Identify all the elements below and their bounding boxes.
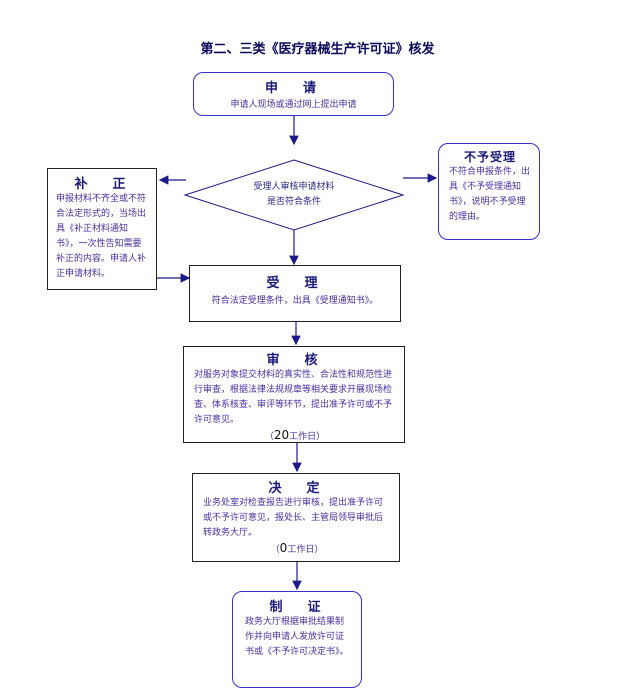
check-line-1: 受理人审核申请材料 (253, 182, 335, 192)
decide-heading: 决 定 (268, 481, 326, 496)
reject-text: 不符合申报条件，出具《不予受理通知书》，说明不予受理的理由。 (449, 167, 531, 222)
review-box: 审 核 对服务对象提交材料的真实性、合法性和规范性进行审查，根据法律法规规章等相… (183, 346, 405, 443)
review-heading: 审 核 (266, 353, 324, 368)
check-text: 受理人审核申请材料 是否符合条件 (215, 180, 373, 210)
correct-text: 申报材料不齐全或不符合法定形式的，当场出具《补正材料通知书》，一次性告知需要补正… (56, 194, 147, 279)
apply-box: 申 请 申请人现场或通过网上提出申请 (193, 72, 394, 116)
decide-days-unit: 工作日） (287, 545, 324, 555)
review-days-open: （ (264, 432, 274, 442)
decide-days: （0工作日） (203, 541, 391, 555)
review-days-unit: 工作日） (289, 432, 326, 442)
decide-text: 业务处室对检查报告进行审核，提出准予许可或不予许可意见，报处长、主管局领导审批后… (203, 498, 384, 538)
apply-heading: 申 请 (264, 81, 322, 96)
accept-text: 符合法定受理条件，出具《受理通知书》。 (211, 296, 379, 306)
apply-text: 申请人现场或通过网上提出申请 (230, 100, 357, 110)
reject-box: 不予受理 不符合申报条件，出具《不予受理通知书》，说明不予受理的理由。 (438, 143, 540, 240)
correct-heading: 补 正 (74, 177, 132, 192)
reject-heading: 不予受理 (463, 150, 516, 164)
issue-heading: 制 证 (269, 600, 327, 615)
review-text: 对服务对象提交材料的真实性、合法性和规范性进行审查，根据法律法规规章等相关要求开… (194, 370, 393, 425)
decide-box: 决 定 业务处室对检查报告进行审核，提出准予许可或不予许可意见，报处长、主管局领… (192, 473, 400, 562)
review-days-num: 20 (273, 428, 290, 442)
issue-box: 制 证 政务大厅根据审批结果制作并向申请人发放许可证书或《不予许可决定书》。 (232, 591, 362, 688)
issue-text: 政务大厅根据审批结果制作并向申请人发放许可证书或《不予许可决定书》。 (245, 617, 349, 657)
page-title: 第二、三类《医疗器械生产许可证》核发 (200, 42, 435, 57)
decide-days-num: 0 (279, 541, 288, 555)
check-line-2: 是否符合条件 (266, 197, 321, 207)
decide-days-open: （ (270, 545, 280, 555)
accept-box: 受 理 符合法定受理条件，出具《受理通知书》。 (189, 265, 401, 322)
accept-heading: 受 理 (266, 276, 324, 291)
correct-box: 补 正 申报材料不齐全或不符合法定形式的，当场出具《补正材料通知书》，一次性告知… (47, 168, 157, 290)
review-days: （20工作日） (194, 428, 396, 442)
